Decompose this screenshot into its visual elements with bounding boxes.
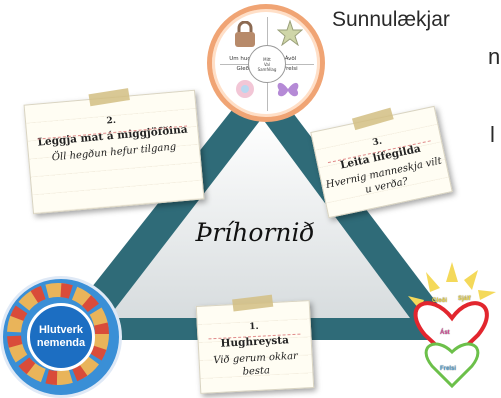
- quadrant-label: Frelsi: [283, 66, 298, 72]
- quadrant-top-left: Um hugga: [220, 17, 268, 65]
- quadrant-top-right: Ávöl: [267, 17, 314, 65]
- triangle-inner: [108, 118, 410, 318]
- flower-icon: [236, 80, 254, 98]
- quadrant-bottom-right: Frelsi: [267, 64, 314, 111]
- star-icon: [277, 20, 303, 46]
- quadrant-bottom-left: Gleði: [220, 64, 268, 111]
- quadrant-label: Um hugga: [229, 56, 258, 62]
- butterfly-icon: [277, 82, 299, 97]
- note-step-1: 1. Hughreysta Við gerum okkar besta: [195, 294, 315, 394]
- page-heading: Sunnulækjar: [332, 8, 450, 31]
- quadrant-label: Gleði: [236, 66, 251, 72]
- hub-label: Mitt: [263, 56, 271, 62]
- heart-label: Gleði: [432, 298, 448, 304]
- heart-label: Frelsi: [440, 366, 457, 372]
- top-circle-hub: Mitt Val Samfélag: [248, 45, 286, 83]
- side-letter: l: [490, 122, 495, 147]
- padlock-icon: [235, 21, 255, 47]
- hub-label: Val: [264, 61, 270, 67]
- note-step-2: 2. Leggja mat á miggjöfðina Öll hegðun h…: [23, 88, 205, 215]
- heart-label: Ást: [440, 330, 450, 336]
- roles-circle: Hlutverk nemenda: [0, 276, 122, 398]
- top-circle: Um hugga Ávöl Gleði Frelsi Mitt Val Samf…: [207, 4, 325, 122]
- note-description: Við gerum okkar besta: [213, 350, 299, 378]
- side-letter: n: [488, 44, 501, 69]
- center-title: Þríhornið: [195, 218, 315, 247]
- segment-ring: [7, 283, 109, 385]
- roles-circle-center: Hlutverk nemenda: [27, 303, 95, 371]
- hub-label: Samfélag: [257, 66, 277, 72]
- quadrant-label: Ávöl: [284, 56, 297, 62]
- heart-icon: [424, 342, 480, 389]
- sun-icon: [408, 262, 496, 310]
- heart-label: Sjálf: [458, 296, 471, 302]
